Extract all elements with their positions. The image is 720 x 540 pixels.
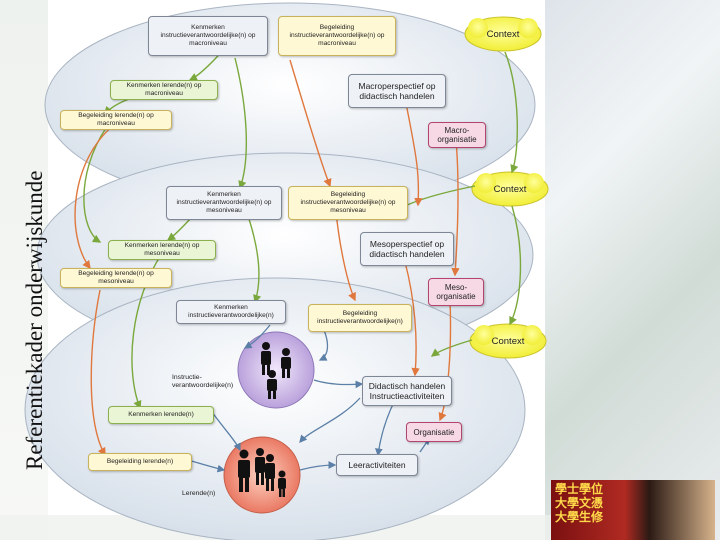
box-macro-organisatie: Macro-organisatie xyxy=(428,122,486,148)
box-macro-kenmerken-lerende: Kenmerken lerende(n) op macroniveau xyxy=(110,80,218,100)
box-meso-perspectief: Mesoperspectief op didactisch handelen xyxy=(360,232,454,266)
context-cloud-meso xyxy=(471,171,549,207)
arrow-orange-5 xyxy=(404,97,423,207)
arrow-orange-2 xyxy=(74,123,116,270)
graduates-photo xyxy=(551,480,715,540)
box-macro-begeleiding-lerende: Begeleiding lerende(n) op macroniveau xyxy=(60,110,172,130)
box-macro-begeleiding-instructie: Begeleiding instructieverantwoordelijke(… xyxy=(278,16,396,56)
arrow-orange-4 xyxy=(90,289,106,457)
box-meso-kenmerken-instructie: Kenmerken instructieverantwoordelijke(n)… xyxy=(166,186,282,220)
arrow-green-8 xyxy=(504,51,519,174)
arrow-orange-1 xyxy=(289,59,332,188)
context-cloud-macro xyxy=(464,16,542,52)
label-lerende: Lerende(n) xyxy=(182,490,216,497)
box-micro-leeractiviteiten: Leeractiviteiten xyxy=(336,454,418,476)
context-label-macro: Context xyxy=(486,28,520,40)
arrow-green-11 xyxy=(430,339,473,357)
box-micro-begeleiding-lerende: Begeleiding lerende(n) xyxy=(88,453,192,471)
arrow-blue-3 xyxy=(313,379,364,389)
arrow-orange-7 xyxy=(404,261,420,377)
background-right-image xyxy=(545,0,720,540)
box-micro-begeleiding-instructie: Begeleiding instructieverantwoordelijke(… xyxy=(308,304,412,332)
arrow-orange-3 xyxy=(335,211,356,302)
arrow-green-6 xyxy=(245,209,262,304)
context-cloud-micro xyxy=(469,323,547,359)
arrow-blue-6 xyxy=(299,461,337,471)
box-meso-begeleiding-lerende: Begeleiding lerende(n) op mesoniveau xyxy=(60,268,172,288)
photo-banner-text: 學士學位 大學文憑 大學生修 xyxy=(555,482,604,524)
context-label-meso: Context xyxy=(493,183,527,195)
box-micro-didactisch: Didactisch handelen Instructieactiviteit… xyxy=(362,376,452,406)
box-meso-organisatie: Meso-organisatie xyxy=(428,278,484,306)
arrow-blue-5 xyxy=(187,459,226,473)
instructor-people-icon xyxy=(261,342,291,399)
arrow-blue-9 xyxy=(299,397,361,443)
box-micro-organisatie: Organisatie xyxy=(406,422,462,442)
box-micro-kenmerken-lerende: Kenmerken lerende(n) xyxy=(108,406,214,424)
context-label-micro: Context xyxy=(491,335,525,347)
box-macro-kenmerken-instructie: Kenmerken instructieverantwoordelijke(n)… xyxy=(148,16,268,56)
label-instructie-verantwoordelijke: Instructie-verantwoordelijke(n) xyxy=(172,374,234,389)
box-micro-kenmerken-instructie: Kenmerken instructieverantwoordelijke(n) xyxy=(176,300,286,324)
box-meso-kenmerken-lerende: Kenmerken lerende(n) op mesoniveau xyxy=(108,240,216,260)
instructor-circle xyxy=(237,331,315,409)
learner-people-icon xyxy=(238,448,286,497)
box-macro-perspectief: Macroperspectief op didactisch handelen xyxy=(348,74,446,108)
arrow-orange-8 xyxy=(438,299,452,422)
arrow-blue-4 xyxy=(211,411,241,452)
arrow-green-3 xyxy=(234,57,248,190)
slide-title: Referentiekader onderwijskunde xyxy=(22,170,47,470)
arrow-blue-1 xyxy=(243,324,271,349)
box-meso-begeleiding-instructie: Begeleiding instructieverantwoordelijke(… xyxy=(288,186,408,220)
arrow-green-9 xyxy=(509,205,522,326)
